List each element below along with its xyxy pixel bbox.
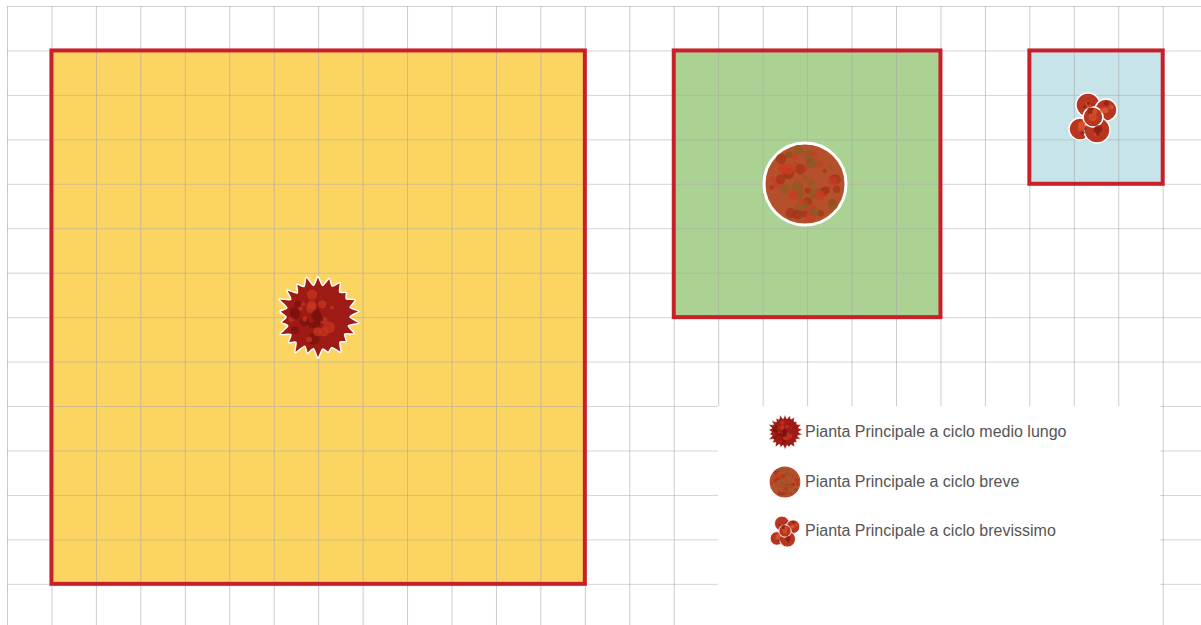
legend-label: Pianta Principale a ciclo medio lungo xyxy=(805,422,1066,442)
legend-swatch xyxy=(765,511,805,551)
legend-label: Pianta Principale a ciclo breve xyxy=(805,472,1019,492)
legend-entry: Pianta Principale a ciclo breve xyxy=(765,462,1019,502)
plant-short-cycle xyxy=(764,143,846,225)
legend-icon xyxy=(769,415,803,449)
legend-entry: Pianta Principale a ciclo brevissimo xyxy=(765,511,1056,551)
grid xyxy=(7,6,1201,625)
plot-area-border xyxy=(51,50,584,583)
legend-icon xyxy=(769,466,801,498)
legend-swatch xyxy=(765,462,805,502)
plant-very-short-cycle xyxy=(1069,93,1117,143)
legend-label: Pianta Principale a ciclo brevissimo xyxy=(805,521,1056,541)
plant-medium-long-cycle xyxy=(279,276,359,358)
plot-area-border xyxy=(674,50,941,317)
legend-icon xyxy=(770,516,800,547)
plot-area-border xyxy=(1029,50,1162,183)
legend-swatch xyxy=(765,412,805,452)
legend-entry: Pianta Principale a ciclo medio lungo xyxy=(765,412,1066,452)
legend-panel xyxy=(718,406,1160,625)
